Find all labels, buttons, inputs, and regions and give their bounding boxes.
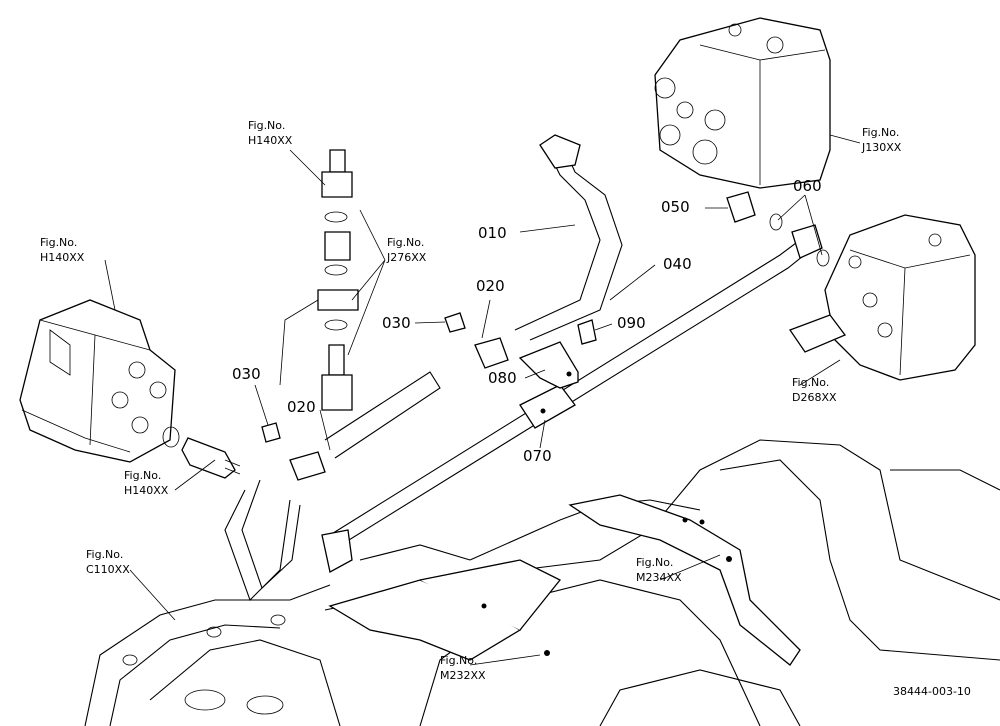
callout-ref-m232-line2: M232XX	[440, 669, 486, 682]
callout-ref-m234-line1: Fig.No.	[636, 556, 674, 569]
bolts-and-washers	[261, 191, 830, 443]
callout-ref-d268-line1: Fig.No.	[792, 376, 830, 389]
hose-010	[514, 134, 623, 341]
callout-ref-h140-top-line2: H140XX	[248, 134, 293, 147]
part-label-050: 050	[661, 198, 690, 216]
part-label-030-upper: 030	[382, 314, 411, 332]
callout-ref-m234-line2: M234XX	[636, 571, 682, 584]
part-label-060: 060	[793, 177, 822, 195]
callout-ref-m234: Fig.No. M234XX	[636, 557, 682, 583]
callout-ref-j130-line2: J130XX	[862, 141, 902, 154]
pipe-040	[321, 224, 823, 573]
callout-ref-c110-line2: C110XX	[86, 563, 130, 576]
callout-ref-h140-lower-line2: H140XX	[124, 484, 169, 497]
control-valve-j130	[654, 17, 831, 189]
callout-ref-m232: Fig.No. M232XX	[440, 655, 486, 681]
callout-ref-h140-left-line1: Fig.No.	[40, 236, 78, 249]
support-bracket-m234	[568, 494, 801, 666]
drawing-code: 38444-003-10	[893, 685, 971, 698]
callout-ref-d268: Fig.No. D268XX	[792, 377, 837, 403]
adapter-fitting-lower	[162, 426, 241, 479]
callout-ref-j276-line1: Fig.No.	[387, 236, 425, 249]
callout-ref-h140-top-line1: Fig.No.	[248, 119, 286, 132]
callout-ref-j130-line1: Fig.No.	[862, 126, 900, 139]
callout-ref-c110-line1: Fig.No.	[86, 548, 124, 561]
callout-ref-d268-line2: D268XX	[792, 391, 837, 404]
callout-ref-c110: Fig.No. C110XX	[86, 549, 130, 575]
part-label-040: 040	[663, 255, 692, 273]
protector-070	[519, 384, 576, 429]
part-label-030-lower: 030	[232, 365, 261, 383]
clamp-080	[518, 341, 579, 389]
fitting-stack	[279, 149, 359, 411]
transmission-housing	[84, 439, 1000, 726]
callout-ref-h140-lower: Fig.No. H140XX	[124, 470, 168, 496]
callout-ref-h140-lower-line1: Fig.No.	[124, 469, 162, 482]
part-label-020-upper: 020	[476, 277, 505, 295]
callout-ref-m232-line1: Fig.No.	[440, 654, 478, 667]
callout-ref-j276: Fig.No. J276XX	[387, 237, 426, 263]
leader-lines	[104, 134, 861, 666]
steering-unit	[19, 299, 176, 463]
callout-ref-h140-left-line2: H140XX	[40, 251, 85, 264]
part-label-020-lower: 020	[287, 398, 316, 416]
support-bracket-m232	[328, 559, 562, 661]
callout-ref-j276-line2: J276XX	[387, 251, 427, 264]
part-label-010: 010	[478, 224, 507, 242]
callout-ref-j130: Fig.No. J130XX	[862, 127, 901, 153]
hose-020	[224, 337, 509, 602]
callout-ref-h140-top: Fig.No. H140XX	[248, 120, 292, 146]
part-label-080: 080	[488, 369, 517, 387]
hydraulic-pump-d268	[788, 214, 976, 381]
part-label-090: 090	[617, 314, 646, 332]
callout-ref-h140-left: Fig.No. H140XX	[40, 237, 84, 263]
part-label-070: 070	[523, 447, 552, 465]
